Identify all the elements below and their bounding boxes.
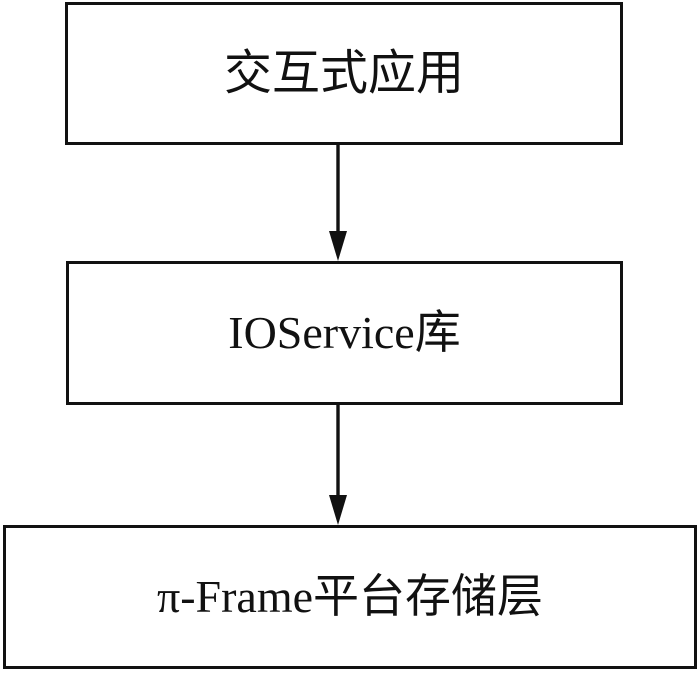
node-interactive-application-label: 交互式应用 (223, 46, 464, 100)
edge-ioservice-to-storage-arrowhead (329, 495, 347, 525)
node-pi-frame-storage-layer: π-Frame平台存储层 (3, 525, 697, 669)
edge-app-to-ioservice (329, 145, 347, 261)
node-pi-frame-storage-layer-label: π-Frame平台存储层 (156, 571, 544, 622)
node-interactive-application: 交互式应用 (65, 2, 623, 145)
node-ioservice-library: IOService库 (66, 261, 623, 405)
edge-app-to-ioservice-arrowhead (329, 231, 347, 261)
node-ioservice-library-label: IOService库 (228, 307, 461, 358)
edge-ioservice-to-storage (329, 405, 347, 525)
